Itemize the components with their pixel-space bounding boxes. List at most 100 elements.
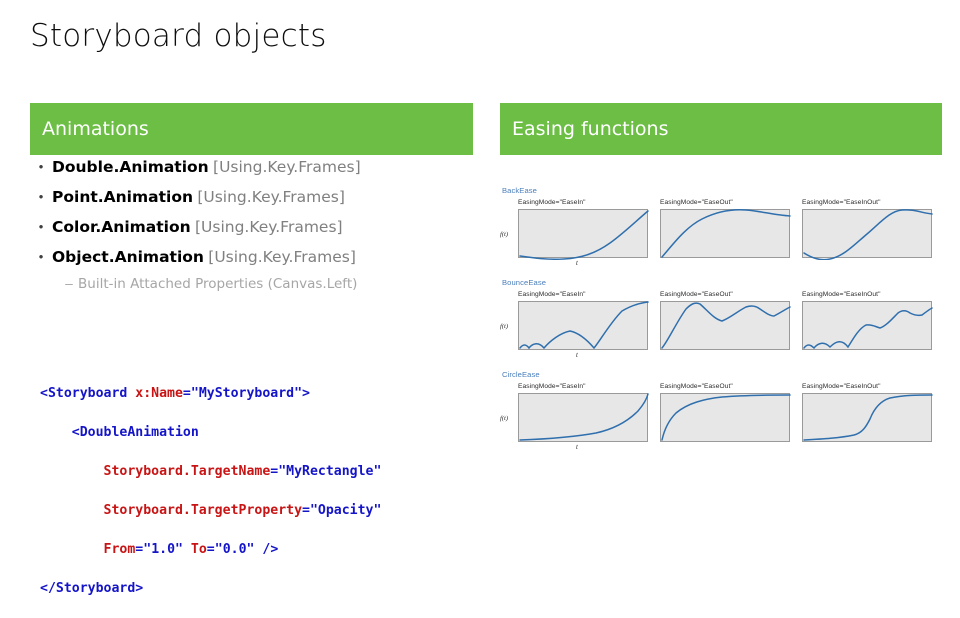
easing-functions-chart-grid: BackEase f(t) EasingMode="EaseIn" EasingMod… <box>500 186 945 506</box>
ease-plot-area <box>660 393 791 442</box>
list-item-suffix: [Using.Key.Frames] <box>208 248 356 266</box>
ease-plot-area <box>518 209 649 260</box>
dash-icon: – <box>65 276 73 291</box>
axis-x-wrap: t <box>500 442 945 453</box>
bullet-dot-icon: • <box>38 159 44 174</box>
list-item-suffix: [Using.Key.Frames] <box>197 188 345 206</box>
ease-curve <box>519 393 649 441</box>
sub-list-item: – Built-in Attached Properties (Canvas.L… <box>60 276 480 292</box>
bullet-dot-icon: • <box>38 249 44 264</box>
list-item-text: Double.Animation [Using.Key.Frames] <box>52 158 361 177</box>
code-line-3: Storyboard.TargetName="MyRectangle" <box>103 463 382 479</box>
section-header-animations: Animations <box>30 103 473 155</box>
list-item-text: Color.Animation [Using.Key.Frames] <box>52 218 343 237</box>
ease-group-title: BounceEase <box>502 278 547 287</box>
code-attr-value: "0.0" <box>214 541 255 557</box>
ease-chart-backease-easeinout: EasingMode="EaseInOut" <box>802 199 933 260</box>
code-attr-value: "MyStoryboard" <box>190 385 303 401</box>
code-attr-name: To <box>190 541 207 557</box>
ease-plot-area <box>802 393 933 442</box>
code-attr-value: "1.0" <box>143 541 183 557</box>
axis-label-t: t <box>576 444 578 451</box>
ease-plot-area <box>802 301 933 350</box>
ease-row: f(t) EasingMode="EaseIn" EasingMode="EaseO… <box>500 199 945 260</box>
ease-group-bounceease: BounceEase f(t) EasingMode="EaseIn" EasingM… <box>500 278 945 361</box>
ease-plot-area <box>518 301 649 350</box>
list-item-name: Color.Animation <box>52 218 191 236</box>
ease-mode-label: EasingMode="EaseIn" <box>518 383 586 390</box>
section-header-easing-functions: Easing functions <box>500 103 942 155</box>
ease-mode-label: EasingMode="EaseOut" <box>660 291 733 298</box>
ease-plot-area <box>660 209 791 258</box>
axis-label-t: t <box>576 352 578 359</box>
page-title: Storyboard objects <box>30 18 327 54</box>
axis-x-wrap: t <box>500 350 945 361</box>
code-line-6: </Storyboard> <box>40 580 144 596</box>
ease-chart-backease-easein: EasingMode="EaseIn" <box>518 199 649 260</box>
list-item-suffix: [Using.Key.Frames] <box>194 218 343 236</box>
ease-mode-label: EasingMode="EaseOut" <box>660 199 733 206</box>
xaml-code-block: <Storyboard x:Name="MyStoryboard"> <Doub… <box>40 364 381 618</box>
code-attr-value: "Opacity" <box>309 502 382 518</box>
section-header-animations-label: Animations <box>42 118 149 140</box>
code-attr-name: x:Name <box>135 385 183 401</box>
code-tag-close-bracket: > <box>302 385 310 401</box>
ease-plot-area <box>802 209 933 260</box>
ease-row: f(t) EasingMode="EaseIn" EasingMode="EaseO… <box>500 383 945 442</box>
ease-mode-label: EasingMode="EaseInOut" <box>802 199 881 206</box>
ease-plot-area <box>660 301 791 350</box>
list-item-name: Point.Animation <box>52 188 194 206</box>
ease-mode-label: EasingMode="EaseOut" <box>660 383 733 390</box>
list-item-suffix: [Using.Key.Frames] <box>213 158 361 176</box>
ease-plot-area <box>518 393 649 442</box>
ease-chart-bounceease-easeinout: EasingMode="EaseInOut" <box>802 291 933 350</box>
ease-group-circleease: CircleEase f(t) EasingMode="EaseIn" EasingM… <box>500 370 945 453</box>
ease-chart-circleease-easeinout: EasingMode="EaseInOut" <box>802 383 933 442</box>
bullet-dot-icon: • <box>38 189 44 204</box>
ease-row: f(t) EasingMode="EaseIn" EasingMode="EaseO… <box>500 291 945 350</box>
sub-list-item-text: Built-in Attached Properties (Canvas.Lef… <box>78 276 358 292</box>
code-attr-name: Storyboard.TargetProperty <box>103 502 303 518</box>
axis-label-ft: f(t) <box>500 323 509 330</box>
ease-group-title: CircleEase <box>502 370 540 379</box>
ease-group-backease: BackEase f(t) EasingMode="EaseIn" EasingMod… <box>500 186 945 269</box>
code-line-1: <Storyboard x:Name="MyStoryboard"> <box>40 384 381 404</box>
ease-mode-label: EasingMode="EaseIn" <box>518 291 586 298</box>
code-attr-name: Storyboard.TargetName <box>103 463 271 479</box>
animations-bullet-list: • Double.Animation [Using.Key.Frames] • … <box>30 158 480 292</box>
code-equals: = <box>182 385 191 401</box>
list-item-name: Object.Animation <box>52 248 204 266</box>
ease-curve <box>803 307 933 350</box>
code-attr-value: "MyRectangle" <box>278 463 382 479</box>
axis-label-ft: f(t) <box>500 231 509 238</box>
axis-x-wrap: t <box>500 258 945 269</box>
list-item-text: Object.Animation [Using.Key.Frames] <box>52 248 356 267</box>
list-item: • Object.Animation [Using.Key.Frames] <box>30 248 480 267</box>
section-header-easing-functions-label: Easing functions <box>512 118 669 140</box>
axis-label-t: t <box>576 260 578 267</box>
ease-curve <box>661 209 791 258</box>
ease-chart-bounceease-easeout: EasingMode="EaseOut" <box>660 291 791 350</box>
axis-label-ft: f(t) <box>500 415 509 422</box>
code-selfclose: /> <box>262 541 279 557</box>
ease-mode-label: EasingMode="EaseInOut" <box>802 291 881 298</box>
ease-curve <box>519 301 649 350</box>
ease-mode-label: EasingMode="EaseInOut" <box>802 383 881 390</box>
ease-chart-backease-easeout: EasingMode="EaseOut" <box>660 199 791 258</box>
ease-group-title: BackEase <box>502 186 537 195</box>
ease-curve <box>661 394 791 441</box>
code-line-2: <DoubleAnimation <box>40 424 199 440</box>
code-line-5: From="1.0" To="0.0" /> <box>103 541 279 557</box>
list-item: • Color.Animation [Using.Key.Frames] <box>30 218 480 237</box>
code-line-4: Storyboard.TargetProperty="Opacity" <box>103 502 382 518</box>
bullet-dot-icon: • <box>38 219 44 234</box>
ease-curve <box>519 210 649 260</box>
list-item: • Point.Animation [Using.Key.Frames] <box>30 188 480 207</box>
list-item-text: Point.Animation [Using.Key.Frames] <box>52 188 345 207</box>
ease-curve <box>661 302 791 349</box>
ease-curve <box>803 209 933 260</box>
ease-mode-label: EasingMode="EaseIn" <box>518 199 586 206</box>
ease-chart-circleease-easeout: EasingMode="EaseOut" <box>660 383 791 442</box>
ease-chart-circleease-easein: EasingMode="EaseIn" <box>518 383 649 442</box>
list-item: • Double.Animation [Using.Key.Frames] <box>30 158 480 177</box>
